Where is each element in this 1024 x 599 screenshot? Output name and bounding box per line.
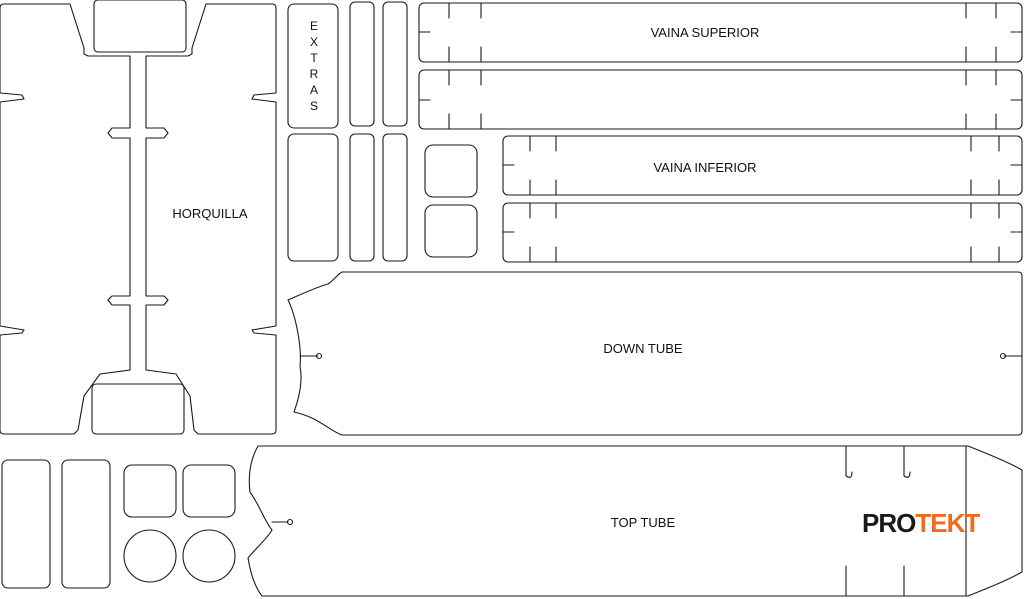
chain-stay-pieces: VAINA INFERIOR bbox=[502, 135, 1023, 263]
extras-narrow-strip bbox=[349, 1, 375, 127]
extras-wide-strip bbox=[287, 133, 339, 262]
seat-stay-slits bbox=[418, 2, 1023, 130]
fork-bottom-patch bbox=[91, 383, 185, 435]
square-patch bbox=[123, 464, 177, 518]
down-tube-hole bbox=[999, 352, 1007, 360]
round-patch bbox=[123, 529, 177, 583]
down-tube-label: DOWN TUBE bbox=[603, 341, 683, 356]
fork-piece: HORQUILLA bbox=[0, 0, 277, 435]
top-tube-piece: TOP TUBE PROTEKT bbox=[247, 445, 1023, 597]
extras-letter: T bbox=[310, 51, 318, 65]
fork-label: HORQUILLA bbox=[172, 206, 247, 221]
extras-narrow-strip bbox=[382, 133, 408, 262]
seat-stay-label: VAINA SUPERIOR bbox=[651, 25, 760, 40]
down-tube-hole bbox=[315, 352, 323, 360]
top-tube-hole bbox=[286, 518, 294, 526]
seat-stay-pieces: VAINA SUPERIOR bbox=[418, 2, 1023, 130]
seat-stay-strip bbox=[418, 69, 1023, 130]
down-tube-outline bbox=[287, 271, 1023, 436]
extras-letter: R bbox=[310, 67, 319, 81]
tall-patch bbox=[61, 459, 111, 589]
extras-label: E X T R A S bbox=[310, 19, 319, 113]
extras-letter: A bbox=[310, 83, 318, 97]
down-tube-piece: DOWN TUBE bbox=[287, 271, 1023, 436]
chain-stay-slits bbox=[502, 135, 1023, 263]
small-patches bbox=[1, 459, 236, 589]
fork-right-leg bbox=[145, 3, 277, 435]
top-tube-panel-splits bbox=[845, 445, 967, 597]
extras-strip bbox=[287, 3, 339, 129]
protekt-logo: PROTEKT bbox=[862, 508, 981, 538]
extras-square-patch bbox=[424, 144, 478, 198]
fork-crown-patch bbox=[93, 0, 187, 53]
logo-part-2: TEKT bbox=[915, 508, 980, 538]
tall-patch bbox=[1, 459, 51, 589]
extras-narrow-strip bbox=[382, 1, 408, 127]
chain-stay-strip bbox=[502, 135, 1023, 196]
top-tube-label: TOP TUBE bbox=[611, 515, 676, 530]
extras-letter: E bbox=[310, 19, 318, 33]
extras-piece: E X T R A S bbox=[287, 1, 478, 262]
chain-stay-label: VAINA INFERIOR bbox=[653, 160, 756, 175]
extras-narrow-strip bbox=[349, 133, 375, 262]
extras-letter: S bbox=[310, 99, 318, 113]
extras-square-patch bbox=[424, 204, 478, 258]
fork-left-leg bbox=[0, 3, 131, 435]
extras-letter: X bbox=[310, 35, 318, 49]
logo-part-1: PRO bbox=[862, 508, 916, 538]
svg-text:PROTEKT: PROTEKT bbox=[862, 508, 980, 538]
round-patch bbox=[182, 529, 236, 583]
square-patch bbox=[182, 464, 236, 518]
top-tube-outline bbox=[247, 445, 1023, 597]
chain-stay-strip bbox=[502, 202, 1023, 263]
